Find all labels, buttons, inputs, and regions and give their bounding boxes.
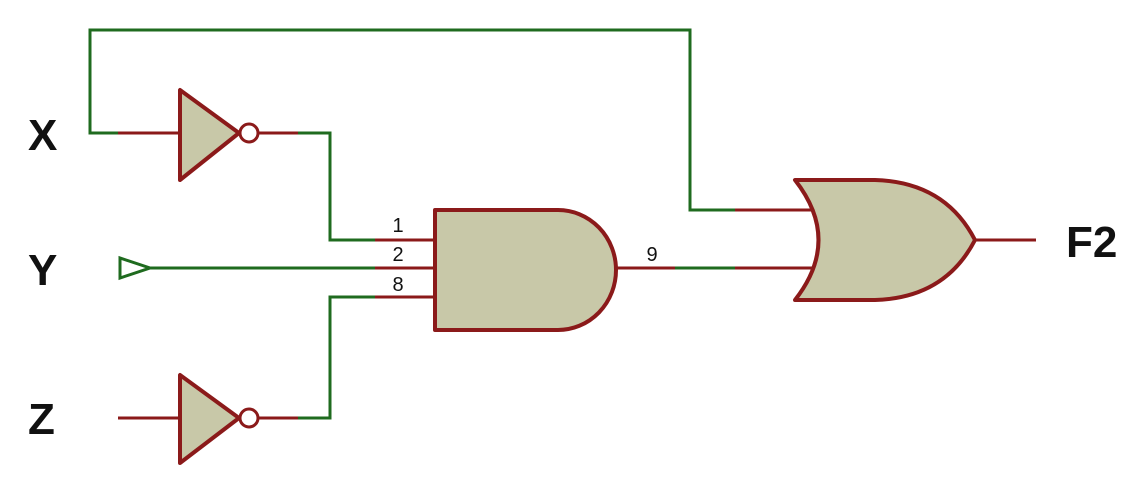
not-gate-x [178, 88, 241, 182]
not-gate-z [178, 373, 241, 465]
and-output-pin-number: 9 [646, 244, 657, 266]
wire-notz-to-and [298, 295, 375, 420]
wire-notx-to-and [298, 131, 375, 242]
label-x: X [28, 111, 57, 160]
and-pin-1-number: 1 [392, 215, 403, 237]
and-gate [433, 208, 618, 332]
and-pin-8-number: 8 [392, 274, 403, 296]
label-y: Y [28, 246, 57, 295]
label-z: Z [28, 395, 55, 444]
input-terminal-y [118, 255, 155, 281]
not-gate-x-bubble [238, 122, 260, 144]
label-f2: F2 [1066, 218, 1117, 267]
and-pin-2-number: 2 [392, 244, 403, 266]
or-gate [793, 178, 977, 302]
not-gate-z-bubble [238, 407, 260, 429]
